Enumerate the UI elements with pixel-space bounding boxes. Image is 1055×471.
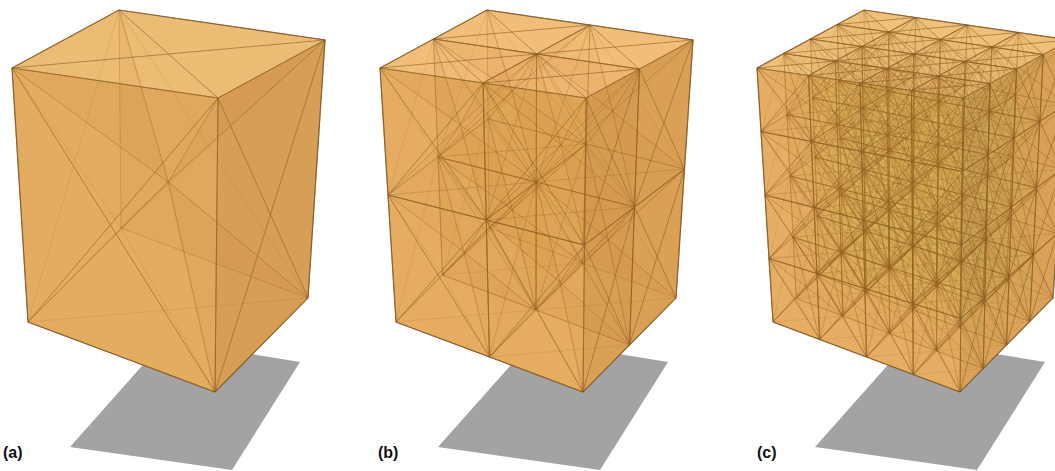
cube-figure	[757, 10, 1055, 470]
cube-figure	[12, 10, 325, 470]
cube-figure	[380, 10, 693, 470]
